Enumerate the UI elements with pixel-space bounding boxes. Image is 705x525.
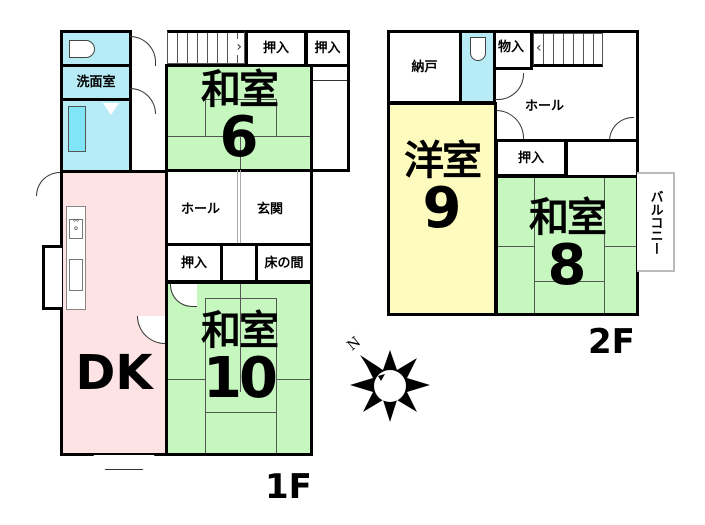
room-washitsu-8: 和室 8 (495, 175, 639, 316)
room-label: 納戸 (411, 59, 438, 75)
room-oshiire-top-1: 押入 (245, 30, 307, 67)
room-name: 和室 (529, 194, 607, 241)
room-label-genkan: 玄関 (257, 202, 284, 217)
room-oshiire-top-2: 押入 (305, 30, 350, 67)
door-triangle-icon (103, 103, 119, 115)
room-senmenshitsu: 洗面室 (60, 64, 132, 101)
stair-arrow-icon: ‹ (536, 40, 542, 56)
compass-star-icon (350, 350, 430, 422)
room-label: バルコニー (647, 189, 663, 255)
toilet-icon (69, 40, 95, 58)
door-swing-dk-exterior (36, 172, 60, 196)
room-label: 物入 (498, 40, 525, 55)
room-yoshitsu-9: 洋室 9 (387, 102, 497, 316)
toilet-icon (470, 37, 486, 61)
door-swing-closet (313, 66, 347, 81)
stair-arrow-icon: › (236, 39, 242, 55)
hall-genkan-area: ホール 玄関 (165, 170, 313, 245)
room-name: 和室 (201, 307, 279, 354)
room-label: 押入 (180, 255, 207, 271)
sink-icon (69, 259, 83, 291)
room-label: 洗面室 (76, 75, 116, 90)
room-oshiire-2f: 押入 (495, 139, 567, 177)
room-size: 8 (547, 232, 587, 298)
room-nando: 納戸 (387, 30, 462, 104)
staircase-2f: ‹ (533, 33, 603, 67)
balcony: バルコニー (637, 172, 675, 272)
door-swing-washitsu8 (609, 117, 634, 142)
bay-window (93, 455, 155, 470)
room-washitsu-6: 和室 6 (165, 64, 313, 172)
floor-label-2f: 2F (588, 322, 635, 362)
room-monoire: 物入 (493, 30, 533, 70)
room-dk: DK °°o (60, 170, 168, 470)
room-label: 押入 (517, 150, 544, 166)
room-name: 洋室 (404, 138, 482, 184)
door-swing-yoshitsu (495, 110, 524, 141)
stove-icon: °°o (69, 219, 83, 239)
floor-label-1f: 1F (265, 467, 312, 507)
closet-2f-right (565, 139, 639, 177)
kitchen-counter: °°o (66, 206, 86, 310)
room-size: 10 (203, 345, 278, 411)
hall-2f: ホール (493, 30, 639, 142)
toilet-1f (60, 30, 132, 67)
room-name: 和室 (201, 67, 279, 113)
door-swing-2f-closet (495, 73, 524, 100)
room-oshiire-mid: 押入 (165, 243, 223, 283)
toilet-2f (459, 30, 496, 104)
room-label: 押入 (314, 41, 341, 56)
door-swing-toilet (130, 36, 156, 66)
room-label: 押入 (262, 41, 289, 56)
genkan-divider (237, 170, 241, 245)
compass: N (344, 334, 435, 430)
staircase-1f: › (167, 30, 245, 64)
closet-mid (220, 243, 258, 283)
kitchen-window-box (42, 245, 62, 310)
room-label: ホール (525, 99, 565, 114)
room-name: DK (75, 345, 153, 401)
floor-1-plan: 洗面室 › 押入 押入 和室 6 DK °°o (36, 30, 350, 507)
room-label-hall: ホール (181, 202, 221, 217)
room-tokonoma: 床の間 (255, 243, 313, 283)
room-size: 9 (422, 176, 462, 241)
door-swing-oshiire (170, 284, 197, 307)
door-swing-washroom (130, 88, 156, 114)
closet-column (310, 64, 350, 172)
room-label: 床の間 (264, 255, 304, 271)
room-size: 6 (219, 105, 259, 170)
bathtub-icon (68, 106, 86, 152)
bathroom (60, 98, 132, 173)
room-washitsu-10: 和室 10 (165, 281, 313, 456)
